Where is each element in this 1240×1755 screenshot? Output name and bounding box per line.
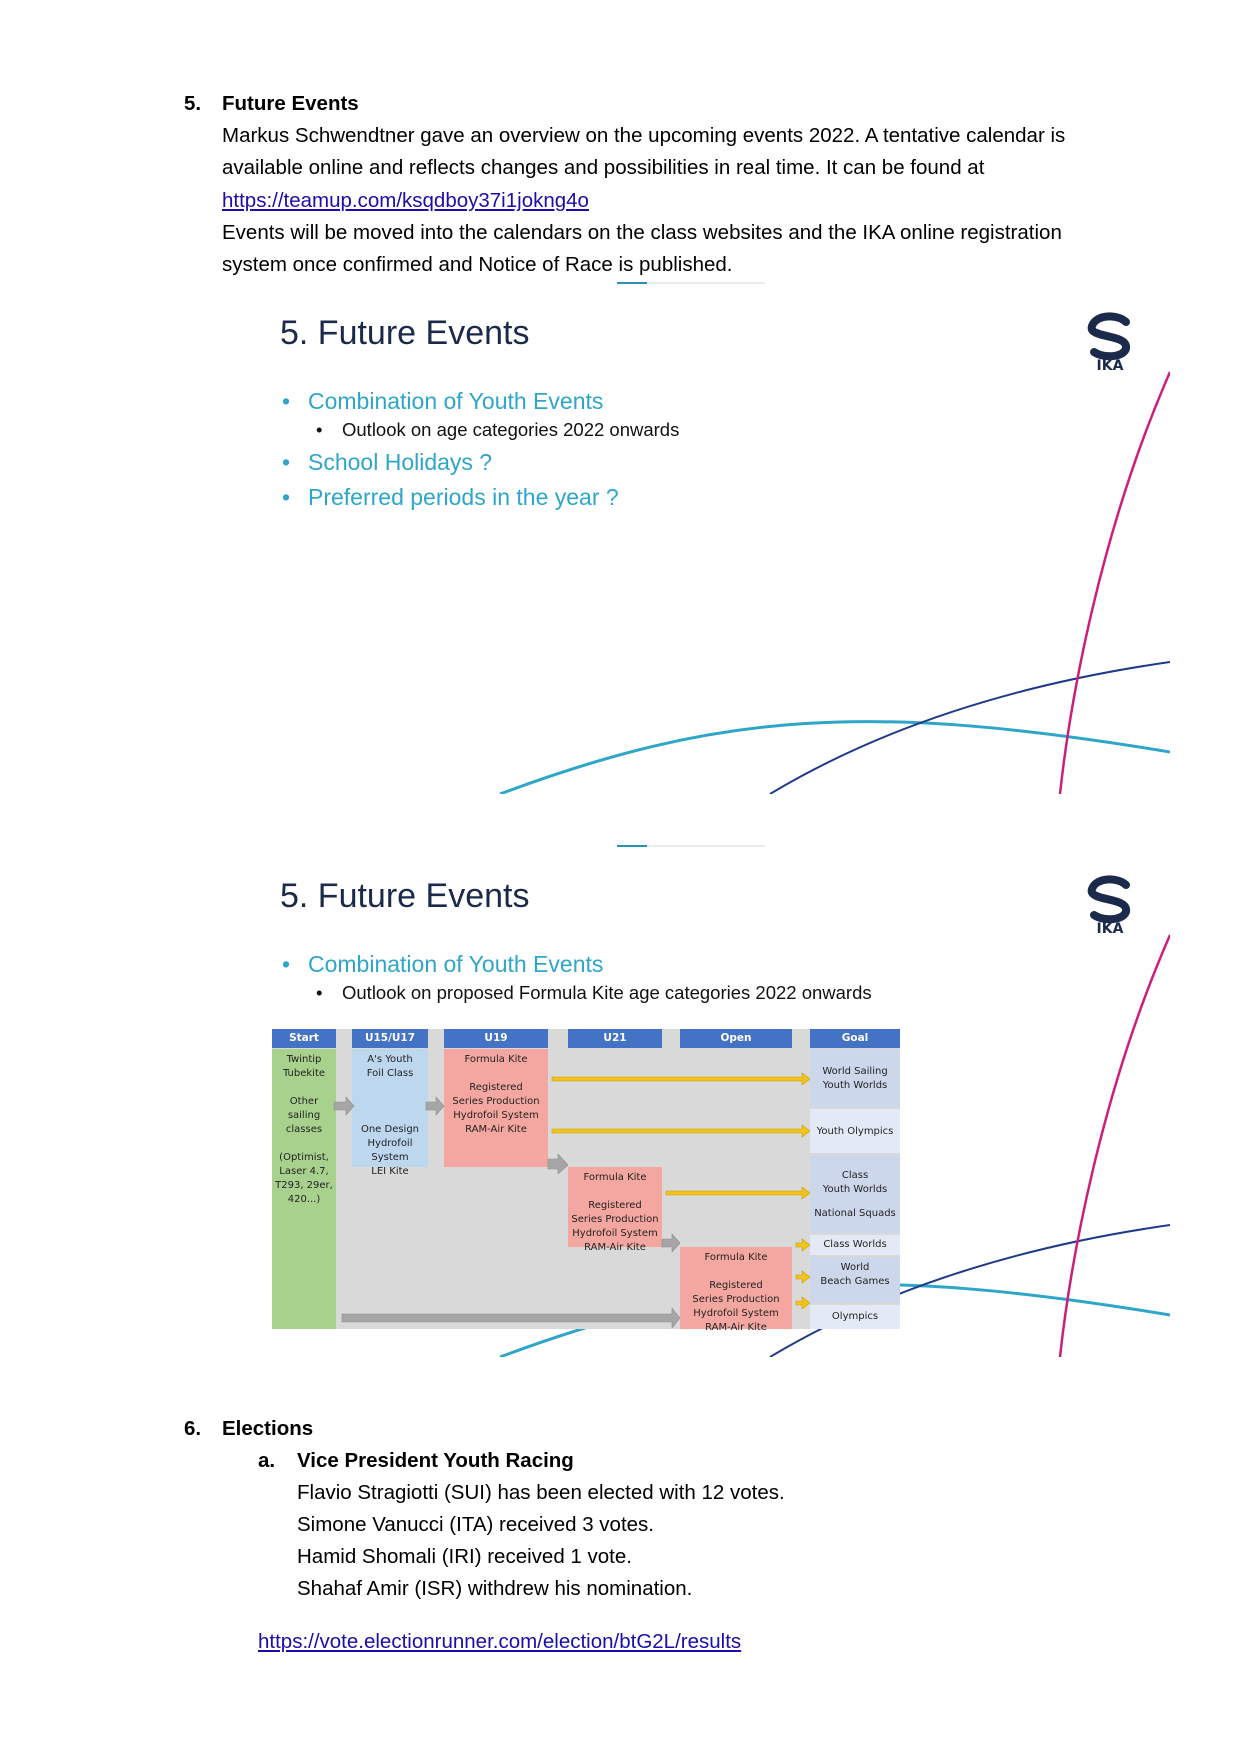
gray-arrow [547,1153,569,1175]
flow-arrows [333,1072,811,1329]
goal-text: World Beach Games [820,1262,890,1287]
goal-cell [810,1235,900,1255]
gold-arrow [551,1072,811,1086]
header-start: Start [272,1029,336,1048]
header-goal: Goal [810,1029,900,1048]
gray-arrow [333,1096,355,1116]
logo-text: IKA [1097,358,1124,372]
goal-cell [810,1305,900,1329]
goal-text: Class Worlds [823,1239,887,1250]
goal-text: World Sailing Youth Worlds [822,1066,888,1091]
subsection-title: Vice President Youth Racing [297,1449,574,1472]
open-block [680,1247,792,1329]
section-number: 5. [184,92,202,115]
paragraph-line: Events will be moved into the calendars … [222,221,1062,244]
goal-cell [810,1155,900,1233]
slide-top-tab [617,282,765,284]
slide-1: 5. Future Events •Combination of Youth E… [270,282,1170,794]
u15-text: A's Youth Foil Class One Design Hydrofoi… [360,1054,420,1177]
gold-arrow [795,1296,811,1310]
goal-text: Olympics [831,1311,879,1322]
gold-arrow [665,1186,811,1200]
slide-title: 5. Future Events [280,314,530,352]
gray-arrow [425,1096,445,1116]
section-title: Future Events [222,92,359,115]
u19-text: Formula Kite Registered Series Productio… [452,1054,540,1135]
sub-bullet-text: Outlook on age categories 2022 onwards [342,419,680,440]
result-line: Shahaf Amir (ISR) withdrew his nominatio… [297,1577,693,1600]
goal-text: National Squads [814,1208,896,1219]
slide-top-tab [617,845,765,847]
gold-arrow [551,1124,811,1138]
open-text: Formula Kite Registered Series Productio… [692,1252,780,1333]
u19-block [444,1049,548,1167]
start-block [272,1049,336,1329]
gold-arrow [795,1238,811,1252]
header-u21: U21 [568,1029,662,1048]
start-text: Twintip Tubekite Other sailing classes (… [275,1054,333,1205]
goal-cell [810,1049,900,1107]
gray-arrow [661,1233,681,1253]
u15-block [352,1049,428,1167]
bullet-text: Combination of Youth Events [308,951,604,977]
paragraph-line: available online and reflects changes an… [222,156,985,179]
goal-text: Class Youth Worlds [822,1170,888,1195]
section-number: 6. [184,1417,202,1440]
goal-cell [810,1109,900,1153]
bullet-text: School Holidays ? [308,449,493,475]
slide-title: 5. Future Events [280,877,530,915]
gray-arrow-long [341,1307,681,1329]
teamup-calendar-link[interactable]: https://teamup.com/ksqdboy37i1jokng4o [222,189,589,212]
election-results-link[interactable]: https://vote.electionrunner.com/election… [258,1630,742,1653]
subsection-letter: a. [258,1449,276,1472]
age-category-table: Start U15/U17 U19 U21 Open Goal Twintip … [272,1029,900,1333]
ika-logo-icon: IKA [1087,312,1130,372]
bullet-text: Preferred periods in the year ? [308,484,619,510]
slide-bullet: •Combination of Youth Events [282,951,604,977]
slide-sub-bullet: •Outlook on proposed Formula Kite age ca… [316,982,872,1003]
result-line: Hamid Shomali (IRI) received 1 vote. [297,1545,632,1568]
sub-bullet-text: Outlook on proposed Formula Kite age cat… [342,982,872,1003]
section-title: Elections [222,1417,314,1440]
decorative-swooshes [499,371,1170,794]
header-u19: U19 [444,1029,548,1048]
slide-bullet: •School Holidays ? [282,449,493,475]
slide-2: 5. Future Events •Combination of Youth E… [270,845,1170,1357]
header-open: Open [680,1029,792,1048]
ika-logo-icon: IKA [1087,875,1130,935]
bullet-text: Combination of Youth Events [308,388,604,414]
slide-bullet: •Combination of Youth Events [282,388,604,414]
result-line: Simone Vanucci (ITA) received 3 votes. [297,1513,654,1536]
goal-text: Youth Olympics [816,1126,894,1137]
slide-bullet: •Preferred periods in the year ? [282,484,619,510]
u21-block [568,1167,662,1247]
slide-sub-bullet: •Outlook on age categories 2022 onwards [316,419,680,440]
header-u15-u17: U15/U17 [352,1029,428,1048]
goal-cell [810,1257,900,1303]
u21-text: Formula Kite Registered Series Productio… [571,1172,659,1253]
gold-arrow [795,1270,811,1284]
result-line: Flavio Stragiotti (SUI) has been elected… [297,1481,785,1504]
paragraph-line: Markus Schwendtner gave an overview on t… [222,124,1066,147]
logo-text: IKA [1097,921,1124,935]
paragraph-line: system once confirmed and Notice of Race… [222,253,733,276]
